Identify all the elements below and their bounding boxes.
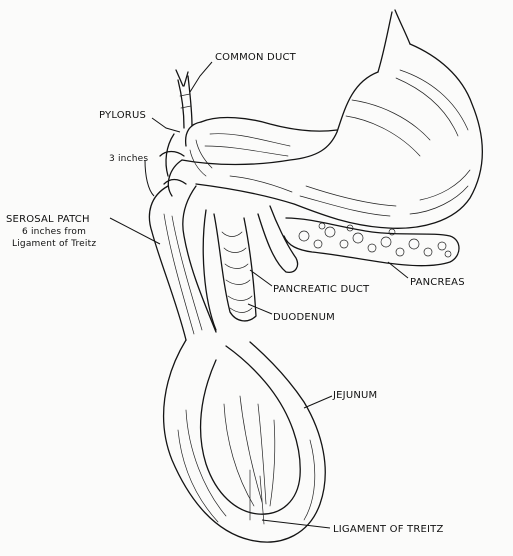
label-pancreatic-duct: PANCREATIC DUCT bbox=[273, 284, 370, 295]
label-common-duct: COMMON DUCT bbox=[215, 52, 297, 63]
pancreas-texture bbox=[299, 223, 451, 257]
label-leaders bbox=[110, 62, 408, 528]
label-duodenum: DUODENUM bbox=[273, 312, 335, 323]
label-serosal-patch: SEROSAL PATCH bbox=[6, 214, 90, 225]
pancreas-drawing bbox=[284, 218, 459, 266]
label-three-inches: 3 inches bbox=[109, 154, 148, 164]
label-pancreas: PANCREAS bbox=[410, 277, 465, 288]
jejunal-loop-drawing bbox=[149, 186, 325, 542]
label-serosal-note-2: Ligament of Treitz bbox=[12, 239, 96, 249]
label-pylorus: PYLORUS bbox=[99, 110, 146, 121]
label-jejunum: JEJUNUM bbox=[332, 390, 377, 401]
label-serosal-note-1: 6 inches from bbox=[22, 227, 86, 237]
label-ligament-of-treitz: LIGAMENT OF TREITZ bbox=[333, 524, 444, 535]
stomach-drawing bbox=[168, 10, 482, 228]
